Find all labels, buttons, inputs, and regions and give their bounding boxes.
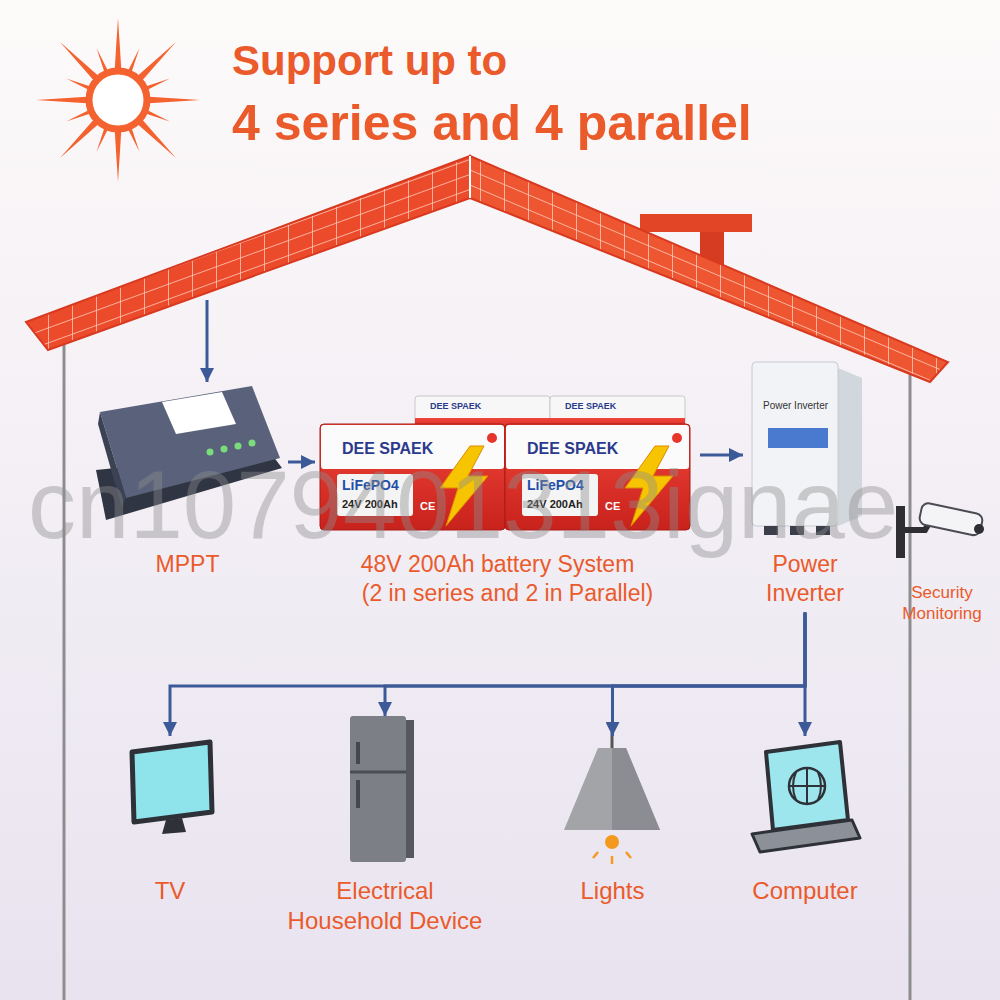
brand-label: DEE SPAEK bbox=[430, 402, 481, 412]
line-spacer bbox=[512, 26, 758, 30]
device-label: Power Inverter bbox=[763, 400, 828, 411]
power-inverter-icon bbox=[752, 362, 862, 535]
sun-icon bbox=[36, 18, 200, 182]
battery-pack-icon bbox=[320, 396, 690, 530]
flow-arrow bbox=[804, 613, 807, 737]
node-label: Lights bbox=[541, 876, 684, 906]
node-label: Power Inverter bbox=[746, 550, 864, 608]
flow-arrow bbox=[206, 300, 209, 382]
mppt-controller-icon bbox=[96, 386, 282, 520]
component-node: Computer bbox=[725, 736, 885, 911]
flow-arrow bbox=[170, 613, 805, 737]
tv-icon bbox=[132, 742, 212, 834]
cert-mark: CE bbox=[605, 500, 620, 512]
fridge-icon bbox=[350, 716, 414, 862]
flow-arrow bbox=[700, 454, 743, 457]
brand-label: DEE SPAEK bbox=[342, 440, 433, 458]
chemistry-label: LiFePO4 bbox=[527, 478, 584, 493]
node-label: MPPT bbox=[90, 550, 285, 579]
laptop-icon bbox=[752, 742, 860, 852]
component-node: TV bbox=[103, 736, 237, 911]
security-camera-icon bbox=[896, 502, 984, 558]
component-node: Power Inverter bbox=[743, 355, 867, 613]
brand-label: DEE SPAEK bbox=[527, 440, 618, 458]
component-node: MPPT bbox=[87, 380, 288, 584]
line-spacer bbox=[637, 550, 657, 554]
rating-label: 24V 200Ah bbox=[342, 498, 398, 510]
rating-label: 24V 200Ah bbox=[527, 498, 583, 510]
node-label: Electrical Household Device bbox=[282, 876, 488, 936]
chemistry-label: LiFePO4 bbox=[342, 478, 399, 493]
component-node: Security Monitoring bbox=[886, 498, 998, 630]
node-label: TV bbox=[106, 876, 234, 906]
cert-mark: CE bbox=[420, 500, 435, 512]
node-label: Computer bbox=[728, 876, 882, 906]
watermark: cn1079401313ignae bbox=[28, 452, 898, 558]
title-text: Support up to 4 series and 4 parallel bbox=[232, 26, 758, 156]
flow-arrow bbox=[288, 461, 315, 464]
component-node: Lights bbox=[538, 736, 687, 911]
solar-roof bbox=[26, 156, 948, 382]
brand-label: DEE SPAEK bbox=[565, 402, 616, 412]
component-node: Electrical Household Device bbox=[279, 716, 491, 941]
flow-arrow bbox=[385, 613, 805, 717]
lamp-icon bbox=[564, 732, 660, 864]
node-label: Security Monitoring bbox=[889, 582, 995, 625]
flow-arrow bbox=[613, 613, 806, 737]
house-wall bbox=[64, 340, 910, 1000]
node-label: 48V 200Ah battery System (2 in series an… bbox=[359, 550, 657, 608]
component-node: 48V 200Ah battery System (2 in series an… bbox=[315, 395, 700, 613]
